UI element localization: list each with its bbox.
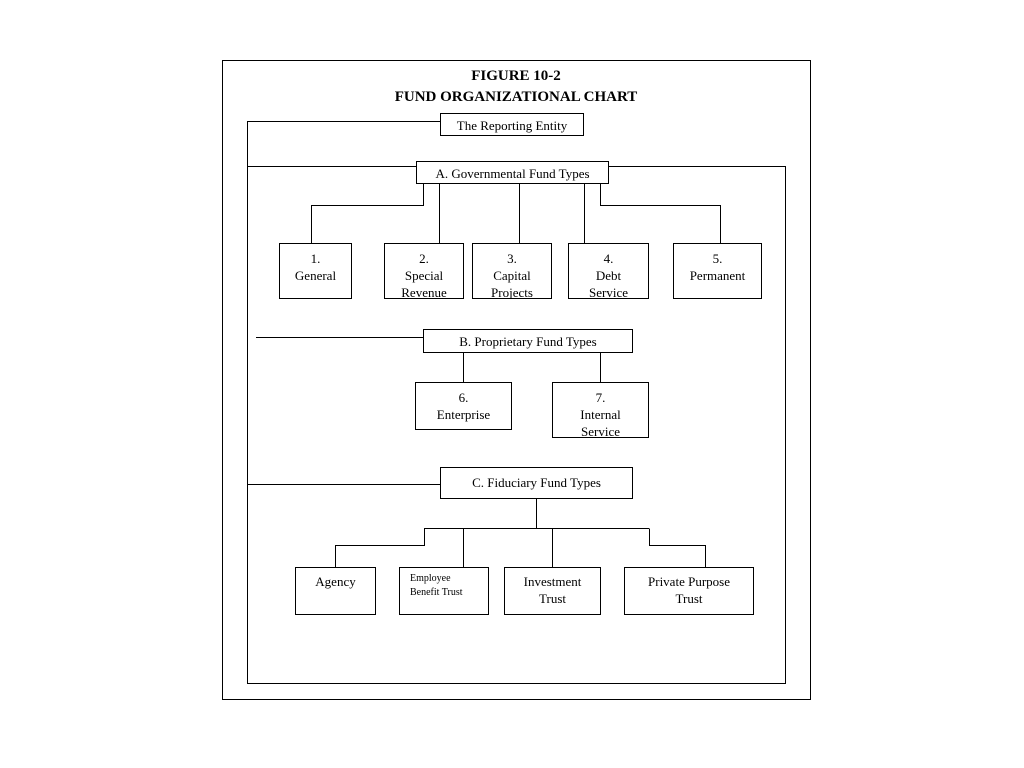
connector-general: [311, 183, 424, 244]
fund-number: 3.: [507, 251, 517, 266]
fund-box-agency: Agency: [295, 567, 376, 615]
proprietary-header-box: B. Proprietary Fund Types: [423, 329, 633, 353]
fund-name: Internal: [580, 407, 621, 422]
fund-name: Investment: [523, 574, 582, 589]
fund-number: 1.: [310, 251, 321, 266]
fiduciary-header-box: C. Fiduciary Fund Types: [440, 467, 633, 499]
fund-name: Debt: [595, 268, 622, 283]
fund-name: Permanent: [689, 268, 746, 283]
fund-box-investment-trust: Investment Trust: [504, 567, 601, 615]
fund-box-enterprise: 6. Enterprise: [415, 382, 512, 430]
fund-name: Enterprise: [436, 407, 491, 422]
fund-name-cont: Trust: [675, 591, 703, 606]
fund-box-employee-benefit-trust: Employee Benefit Trust: [399, 567, 489, 615]
figure-number: FIGURE 10-2: [471, 68, 561, 84]
reporting-entity-box: The Reporting Entity: [440, 113, 584, 136]
fund-box-permanent: 5. Permanent: [673, 243, 762, 299]
fund-number: 2.: [419, 251, 429, 266]
fund-name-cont: Projects: [491, 285, 533, 299]
fund-name-cont: Revenue: [401, 285, 447, 299]
fund-name-cont: Benefit Trust: [410, 587, 463, 598]
fund-name: Private Purpose: [648, 574, 730, 589]
fund-name: General: [294, 268, 337, 283]
fund-box-private-purpose-trust: Private Purpose Trust: [624, 567, 754, 615]
fund-box-debt-service: 4. Debt Service: [568, 243, 649, 299]
chart-title: FUND ORGANIZATIONAL CHART: [394, 89, 638, 105]
connector-permanent: [600, 183, 721, 244]
fund-name: Special: [404, 268, 444, 283]
fund-number: 7.: [595, 390, 606, 405]
fund-box-capital-projects: 3. Capital Projects: [472, 243, 552, 299]
proprietary-header-label: B. Proprietary Fund Types: [459, 334, 597, 349]
fund-box-internal-service: 7. Internal Service: [552, 382, 649, 438]
fund-box-general: 1. General: [279, 243, 352, 299]
fiduciary-header-label: C. Fiduciary Fund Types: [472, 475, 601, 490]
connector-agency: [335, 528, 425, 568]
fund-number: 6.: [458, 390, 469, 405]
connector-root-spine: [247, 121, 440, 166]
fund-box-special-revenue: 2. Special Revenue: [384, 243, 464, 299]
fund-name-cont: Service: [581, 424, 620, 438]
outer-frame: [222, 60, 811, 700]
connector-private-purpose: [649, 528, 706, 568]
reporting-entity-label: The Reporting Entity: [456, 118, 568, 133]
fund-number: 4.: [603, 251, 614, 266]
fund-name-cont: Trust: [539, 591, 566, 606]
governmental-header-label: A. Governmental Fund Types: [435, 166, 590, 181]
fund-name: Employee: [410, 573, 451, 584]
fund-name: Agency: [315, 574, 356, 589]
governmental-header-box: A. Governmental Fund Types: [416, 161, 609, 184]
fund-name: Capital: [493, 268, 531, 283]
fund-number: 5.: [712, 251, 723, 266]
fund-name-cont: Service: [589, 285, 628, 299]
